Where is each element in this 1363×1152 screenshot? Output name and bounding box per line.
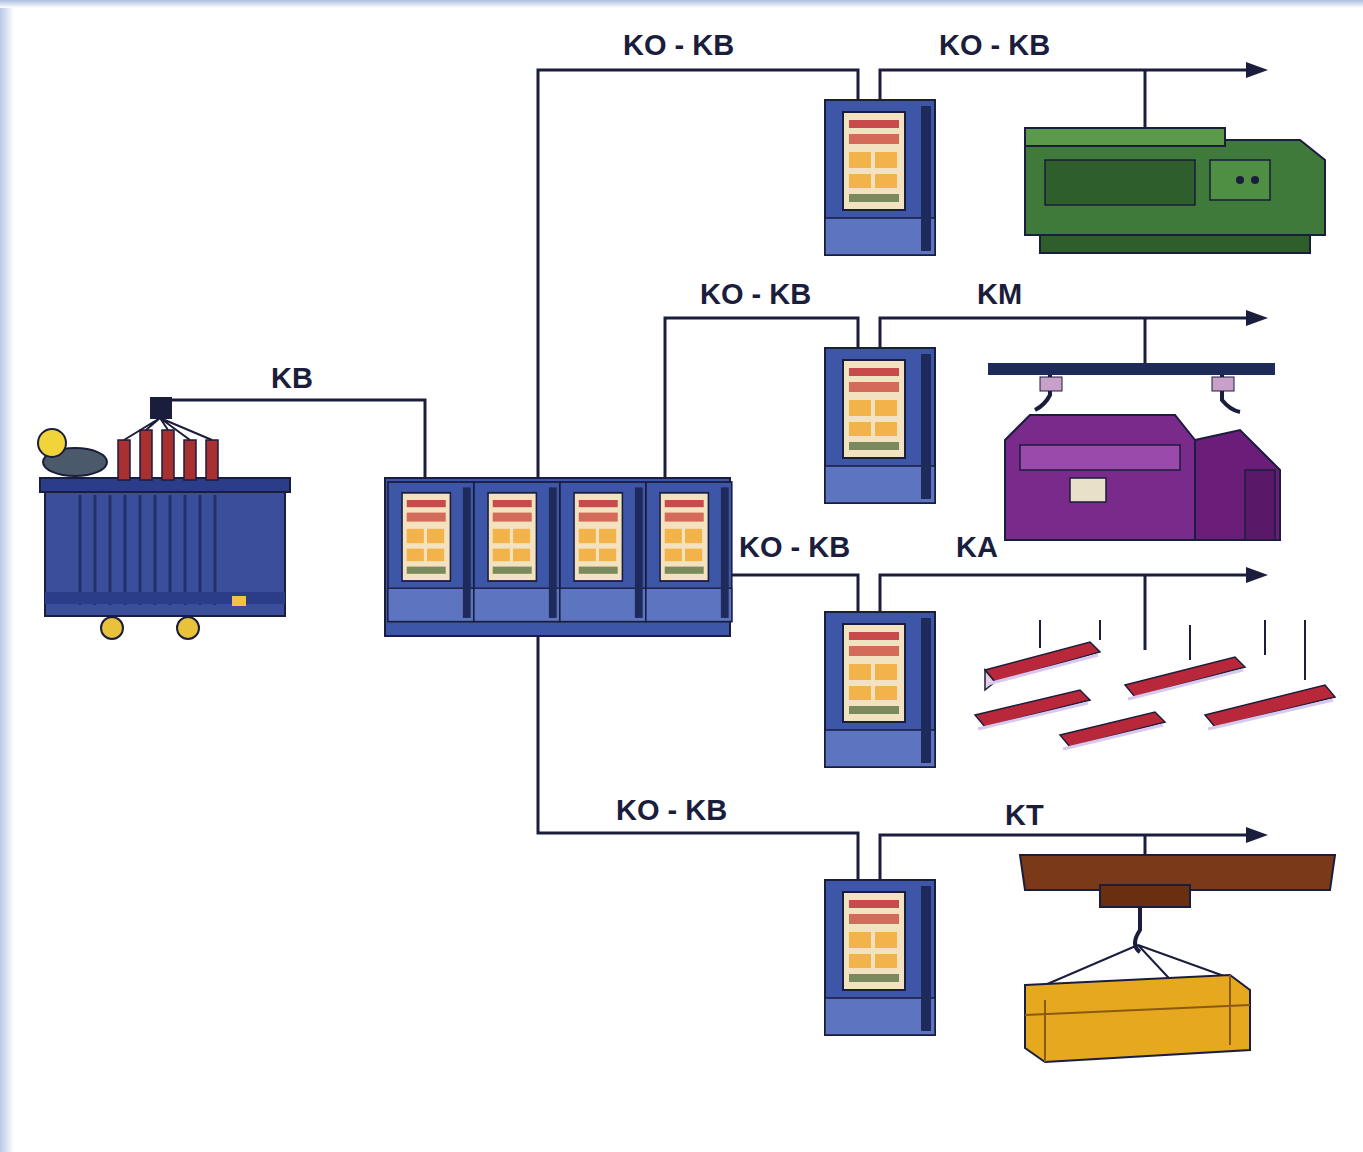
- line-label: KM: [974, 279, 1025, 310]
- machine-busway: [988, 363, 1280, 540]
- line-label: KO - KB: [936, 30, 1053, 61]
- line-label: KO - KB: [736, 532, 853, 563]
- main-switchboard: [385, 478, 732, 636]
- light-fixtures: [975, 575, 1335, 749]
- line-label: KO - KB: [697, 279, 814, 310]
- crane-load: [1020, 855, 1335, 1062]
- line-label: KA: [953, 532, 1001, 563]
- transformer: [38, 397, 290, 639]
- line-label: KT: [1002, 800, 1047, 831]
- line-label: KO - KB: [620, 30, 737, 61]
- line-label: KB: [268, 363, 316, 394]
- machine-tool: [1025, 128, 1325, 253]
- line-label: KO - KB: [613, 795, 730, 826]
